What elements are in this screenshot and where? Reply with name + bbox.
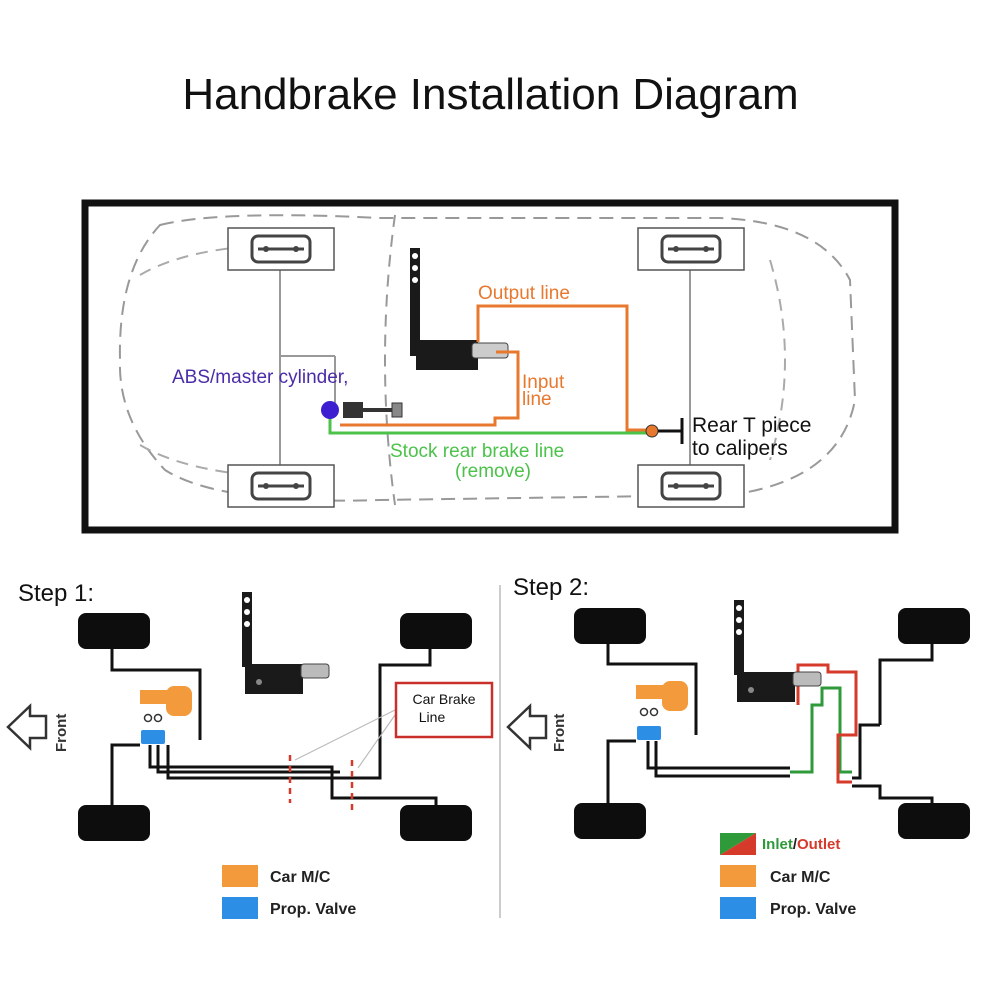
step1-legend-mc: Car M/C (270, 869, 331, 886)
front-arrow-icon: Front (6, 703, 70, 752)
step1-tire-front-right (78, 805, 150, 841)
step2-legend-outlet: Outlet (797, 836, 840, 853)
step2-legend-pv: Prop. Valve (770, 901, 856, 918)
input-line-label-2: line (522, 389, 552, 410)
step1-tire-rear-left (400, 613, 472, 649)
step1-callout-box (394, 681, 494, 739)
stock-brake-line (328, 410, 650, 435)
step1-legend-pv: Prop. Valve (270, 901, 356, 918)
step1-legend-pv-swatch (222, 897, 258, 919)
step2-heading: Step 2: (513, 574, 589, 601)
wheel-rear-right (636, 463, 746, 509)
step1-front-label: Front (53, 714, 70, 752)
step2-tire-front-right (574, 803, 646, 839)
tpiece-label-2: to calipers (692, 437, 788, 460)
input-line (340, 350, 520, 427)
output-line (476, 304, 650, 432)
step1-panel: Step 1: Front (6, 580, 494, 919)
step1-tire-front-left (78, 613, 150, 649)
overview-frame (81, 199, 899, 534)
abs-label: ABS/master cylinder, (172, 367, 348, 388)
step1-master-cylinder (140, 686, 192, 723)
page-title: Handbrake Installation Diagram (182, 70, 799, 119)
step2-panel: Step 2: Front (506, 574, 970, 919)
step2-front-label: Front (551, 714, 568, 752)
wheel-front-right (226, 463, 336, 509)
step2-legend-mc: Car M/C (770, 869, 831, 886)
step2-tire-front-left (574, 608, 646, 644)
front-arrow-icon: Front (506, 703, 568, 752)
wheel-rear-left (636, 226, 746, 272)
handbrake-lever (410, 248, 509, 370)
step2-legend-mc-swatch (720, 865, 756, 887)
step2-legend-inlet: Inlet (762, 836, 793, 853)
stock-line-label-2: (remove) (455, 461, 531, 482)
step2-legend-pv-swatch (720, 897, 756, 919)
overview-panel: ABS/master cylinder, Output line Input l… (81, 199, 899, 534)
step1-prop-valve (141, 730, 165, 744)
master-cylinder (321, 401, 339, 419)
output-line-label: Output line (478, 283, 570, 304)
step2-legend-inlet-outlet-swatch (720, 833, 756, 855)
step2-master-cylinder (636, 681, 688, 717)
step2-outlet-line (796, 663, 858, 784)
step2-tire-rear-left (898, 608, 970, 644)
svg-text:Inlet/Outlet: Inlet/Outlet (762, 836, 840, 853)
stock-line-label-1: Stock rear brake line (390, 441, 564, 462)
t-piece-fitting (645, 424, 659, 438)
input-line-label-1: Input (522, 372, 565, 393)
step2-prop-valve (637, 726, 661, 740)
step1-handbrake (241, 591, 330, 695)
step1-heading: Step 1: (18, 580, 94, 607)
step2-handbrake (733, 599, 822, 703)
step1-legend-mc-swatch (222, 865, 258, 887)
step2-tire-rear-right (898, 803, 970, 839)
step2-legend-slash: / (793, 836, 798, 853)
tpiece-label-1: Rear T piece (692, 414, 811, 437)
step1-callout-1: Car Brake (412, 691, 475, 707)
step1-tire-rear-right (400, 805, 472, 841)
step1-callout-2: Line (419, 709, 446, 725)
step2-inlet-line (790, 686, 852, 774)
abs-unit-icon (343, 402, 403, 418)
wheel-front-left (226, 226, 336, 272)
